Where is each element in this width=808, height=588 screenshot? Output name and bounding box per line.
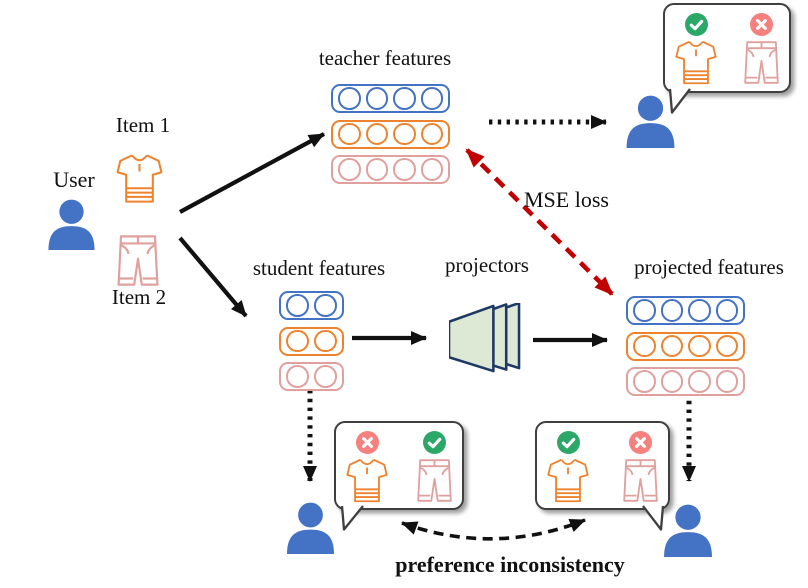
pants-icon xyxy=(417,458,452,503)
feature-circle xyxy=(660,299,683,322)
student-prediction-bubble xyxy=(334,421,464,531)
projected-prediction-bubble xyxy=(535,421,670,531)
mse-loss-arrow xyxy=(465,148,614,296)
bubble-col-item2 xyxy=(744,13,779,84)
feature-circle xyxy=(338,87,361,110)
bubble-col-item1 xyxy=(345,431,389,503)
feature-circle xyxy=(393,122,416,146)
projected-features-label: projected features xyxy=(634,255,784,279)
feature-circle xyxy=(286,329,309,353)
verdict-icon xyxy=(556,431,580,454)
feature-circle xyxy=(338,122,361,146)
feature-row xyxy=(279,362,344,391)
feature-circle xyxy=(393,87,416,110)
feature-row xyxy=(331,155,450,184)
verdict-icon xyxy=(629,431,652,454)
bubble-col-item2 xyxy=(623,431,658,502)
feature-circle xyxy=(420,87,443,110)
feature-circle xyxy=(688,334,711,358)
teacher-features-label: teacher features xyxy=(318,46,452,70)
feature-circle xyxy=(286,294,309,317)
preference-inconsistency-label: preference inconsistency xyxy=(395,552,625,577)
feature-row xyxy=(331,84,450,113)
pants-icon xyxy=(117,234,159,287)
preference-inconsistency-arrow xyxy=(401,518,586,541)
projected-user-icon xyxy=(661,504,715,557)
shirt-icon xyxy=(345,458,389,503)
feature-circle xyxy=(420,122,443,146)
teacher-prediction-bubble xyxy=(663,3,791,114)
feature-circle xyxy=(715,334,738,358)
feature-circle xyxy=(715,299,738,322)
feature-circle xyxy=(633,370,656,393)
item2-label: Item 2 xyxy=(111,285,167,309)
feature-circle xyxy=(688,299,711,322)
teacher-feature-rows xyxy=(331,84,450,184)
student-feature-rows xyxy=(279,291,344,391)
projectors-label: projectors xyxy=(445,253,529,277)
feature-circle xyxy=(338,158,361,181)
student-features-label: student features xyxy=(252,256,386,280)
feature-circle xyxy=(314,329,337,353)
arrow-user-to-student xyxy=(178,236,248,318)
verdict-icon xyxy=(423,431,446,454)
projectors-icon xyxy=(447,301,522,374)
bubble-col-item2 xyxy=(417,431,452,502)
verdict-icon xyxy=(750,13,773,36)
feature-circle xyxy=(365,122,388,146)
feature-circle xyxy=(393,158,416,181)
shirt-icon xyxy=(116,149,163,208)
shirt-icon xyxy=(674,40,718,85)
feature-circle xyxy=(286,365,309,388)
feature-row xyxy=(626,367,745,396)
feature-row xyxy=(626,331,745,361)
bubble-tail xyxy=(642,505,665,531)
shirt-icon xyxy=(546,458,590,503)
feature-circle xyxy=(660,370,683,393)
feature-circle xyxy=(688,370,711,393)
mse-loss-label: MSE loss xyxy=(524,187,609,212)
feature-circle xyxy=(365,158,388,181)
arrow-user-to-teacher xyxy=(178,132,326,214)
feature-row xyxy=(279,291,344,320)
teacher-user-icon xyxy=(624,95,677,148)
pants-icon xyxy=(623,458,658,503)
feature-circle xyxy=(633,334,656,358)
feature-circle xyxy=(715,370,738,393)
verdict-icon xyxy=(355,431,379,454)
feature-circle xyxy=(365,87,388,110)
feature-circle xyxy=(314,294,337,317)
user-label: User xyxy=(53,167,95,192)
pants-icon xyxy=(744,40,779,85)
user-icon xyxy=(46,199,97,250)
feature-circle xyxy=(633,299,656,322)
feature-circle xyxy=(314,365,337,388)
feature-circle xyxy=(420,158,443,181)
feature-row xyxy=(279,326,344,356)
bubble-tail xyxy=(668,88,691,114)
verdict-icon xyxy=(684,13,708,36)
bubble-col-item1 xyxy=(546,431,590,503)
projected-feature-rows xyxy=(626,296,745,396)
bubble-col-item1 xyxy=(674,13,718,85)
bubble-tail xyxy=(340,505,364,531)
item1-label: Item 1 xyxy=(115,113,171,137)
feature-row xyxy=(331,119,450,149)
feature-row xyxy=(626,296,745,325)
student-user-icon xyxy=(284,502,337,554)
feature-circle xyxy=(660,334,683,358)
